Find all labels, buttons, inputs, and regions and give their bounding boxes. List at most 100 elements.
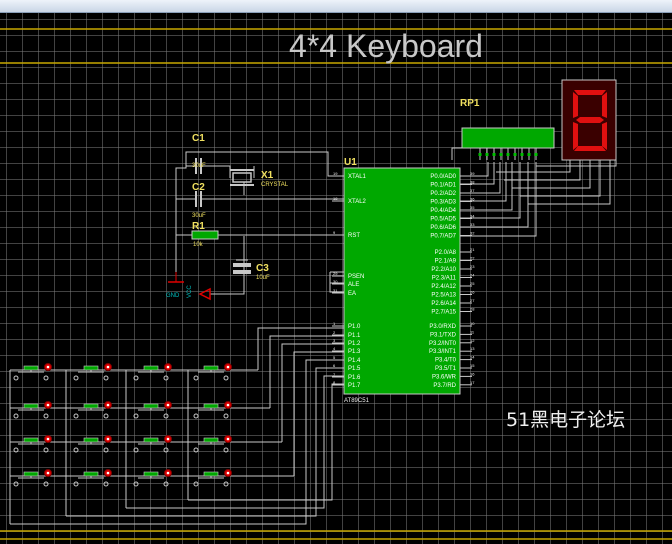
x1-value: CRYSTAL bbox=[261, 182, 289, 188]
c2-value: 30uF bbox=[192, 213, 206, 219]
u1-pin-number: 17 bbox=[470, 380, 475, 385]
keypad-button[interactable] bbox=[13, 363, 52, 381]
keypad-button[interactable] bbox=[73, 469, 112, 487]
keypad-button[interactable] bbox=[13, 435, 52, 453]
segment bbox=[574, 146, 606, 151]
u1-pin-number: 18 bbox=[333, 196, 338, 201]
rp1-pins bbox=[478, 148, 538, 160]
u1-pin-number: 4 bbox=[333, 346, 336, 351]
crystal-x1[interactable]: X1 CRYSTAL bbox=[230, 169, 289, 188]
keypad-button[interactable] bbox=[73, 401, 112, 419]
u1-pin-label: P3.3/INT1 bbox=[429, 349, 457, 355]
u1-pin-label: EA bbox=[348, 291, 356, 297]
c3-ref: C3 bbox=[256, 263, 269, 274]
keypad-button[interactable] bbox=[133, 435, 172, 453]
u1-pin-label: P2.4/A12 bbox=[431, 284, 456, 290]
r1-ref: R1 bbox=[192, 221, 205, 232]
u1-pin-number: 14 bbox=[470, 355, 475, 360]
microcontroller-u1[interactable]: U1 AT89C51 XTAL119XTAL218RST9PSEN29ALE30… bbox=[332, 157, 475, 404]
keypad-button[interactable] bbox=[193, 435, 232, 453]
u1-pin-label: P0.0/AD0 bbox=[430, 174, 456, 180]
capacitor-c2[interactable]: C2 30uF bbox=[186, 182, 206, 219]
resistor-pack-rp1[interactable]: RP1 bbox=[460, 98, 555, 160]
u1-pin-label: P1.1 bbox=[348, 333, 361, 339]
c2-ref: C2 bbox=[192, 182, 205, 193]
u1-pin-number: 28 bbox=[470, 307, 475, 312]
u1-pin-label: P0.6/AD6 bbox=[430, 225, 456, 231]
keypad-4x4[interactable] bbox=[13, 363, 232, 487]
u1-pin-label: P3.6/WR bbox=[432, 374, 457, 380]
resistor-r1[interactable]: R1 10k bbox=[191, 221, 219, 248]
capacitor-c1[interactable]: C1 30uF bbox=[186, 133, 206, 174]
u1-pin-number: 34 bbox=[470, 214, 475, 219]
keypad-button[interactable] bbox=[193, 363, 232, 381]
u1-pin-number: 2 bbox=[333, 330, 336, 335]
keypad-button[interactable] bbox=[133, 363, 172, 381]
u1-part: AT89C51 bbox=[344, 398, 370, 404]
segment bbox=[574, 90, 606, 95]
u1-pin-label: P2.1/A9 bbox=[435, 259, 457, 265]
u1-pin-number: 33 bbox=[470, 222, 475, 227]
u1-pin-label: P3.4/T0 bbox=[435, 358, 457, 364]
keypad-button[interactable] bbox=[193, 469, 232, 487]
u1-pin-number: 35 bbox=[470, 205, 475, 210]
c1-ref: C1 bbox=[192, 133, 205, 144]
u1-pin-label: P0.1/AD1 bbox=[430, 183, 456, 189]
r1-value: 10k bbox=[193, 242, 204, 248]
u1-pin-number: 16 bbox=[470, 371, 475, 376]
gnd-label: GND bbox=[166, 293, 180, 299]
u1-pin-number: 21 bbox=[470, 247, 475, 252]
u1-pin-label: P1.2 bbox=[348, 341, 361, 347]
keypad-button[interactable] bbox=[13, 401, 52, 419]
u1-pin-label: P1.6 bbox=[348, 375, 361, 381]
u1-left-pins: XTAL119XTAL218RST9PSEN29ALE30EA31P1.01P1… bbox=[332, 171, 367, 389]
u1-pin-label: XTAL2 bbox=[348, 199, 367, 205]
u1-pin-number: 38 bbox=[470, 180, 475, 185]
capacitor-c3[interactable]: C3 10uF bbox=[233, 259, 270, 281]
vcc-label: VCC bbox=[187, 285, 193, 298]
u1-pin-label: P1.7 bbox=[348, 383, 361, 389]
keypad-button[interactable] bbox=[133, 401, 172, 419]
u1-pin-number: 23 bbox=[470, 264, 475, 269]
u1-pin-number: 39 bbox=[470, 171, 475, 176]
window-top-strip bbox=[0, 0, 672, 13]
sheet-border bbox=[0, 28, 672, 540]
seven-segment-display[interactable] bbox=[561, 79, 617, 161]
u1-pin-number: 1 bbox=[333, 321, 336, 326]
u1-pin-label: P3.5/T1 bbox=[435, 366, 457, 372]
keypad-button[interactable] bbox=[193, 401, 232, 419]
keypad-button[interactable] bbox=[133, 469, 172, 487]
u1-pin-label: XTAL1 bbox=[348, 174, 367, 180]
u1-pin-label: P2.0/A8 bbox=[435, 250, 457, 256]
u1-pin-label: P3.2/INT0 bbox=[429, 341, 457, 347]
u1-pin-label: P1.5 bbox=[348, 366, 361, 372]
schematic-canvas[interactable] bbox=[0, 13, 672, 544]
segment bbox=[602, 92, 607, 118]
ground-symbol[interactable]: GND bbox=[166, 272, 184, 299]
c3-value: 10uF bbox=[256, 275, 270, 281]
vcc-symbol[interactable]: VCC bbox=[187, 285, 211, 301]
segment bbox=[573, 92, 578, 118]
keypad-button[interactable] bbox=[73, 363, 112, 381]
u1-pin-number: 32 bbox=[470, 231, 475, 236]
u1-pin-label: P2.5/A13 bbox=[431, 293, 456, 299]
u1-pin-label: P2.6/A14 bbox=[431, 301, 456, 307]
segment bbox=[573, 122, 578, 150]
u1-pin-number: 10 bbox=[470, 321, 475, 326]
u1-pin-number: 13 bbox=[470, 346, 475, 351]
u1-ref: U1 bbox=[344, 157, 357, 168]
u1-pin-number: 8 bbox=[333, 380, 336, 385]
keypad-button[interactable] bbox=[13, 469, 52, 487]
u1-pin-label: P1.3 bbox=[348, 349, 361, 355]
u1-pin-label: P3.7/RD bbox=[433, 383, 456, 389]
u1-pin-number: 12 bbox=[470, 338, 475, 343]
watermark: 51黑电子论坛 bbox=[506, 409, 626, 431]
u1-pin-number: 26 bbox=[470, 290, 475, 295]
u1-pin-label: ALE bbox=[348, 282, 359, 288]
u1-right-pins: P0.0/AD039P0.1/AD138P0.2/AD237P0.3/AD336… bbox=[429, 171, 475, 389]
keypad-button[interactable] bbox=[73, 435, 112, 453]
segment bbox=[576, 117, 604, 123]
u1-pin-label: P2.3/A11 bbox=[432, 276, 457, 282]
u1-pin-number: 15 bbox=[470, 363, 475, 368]
